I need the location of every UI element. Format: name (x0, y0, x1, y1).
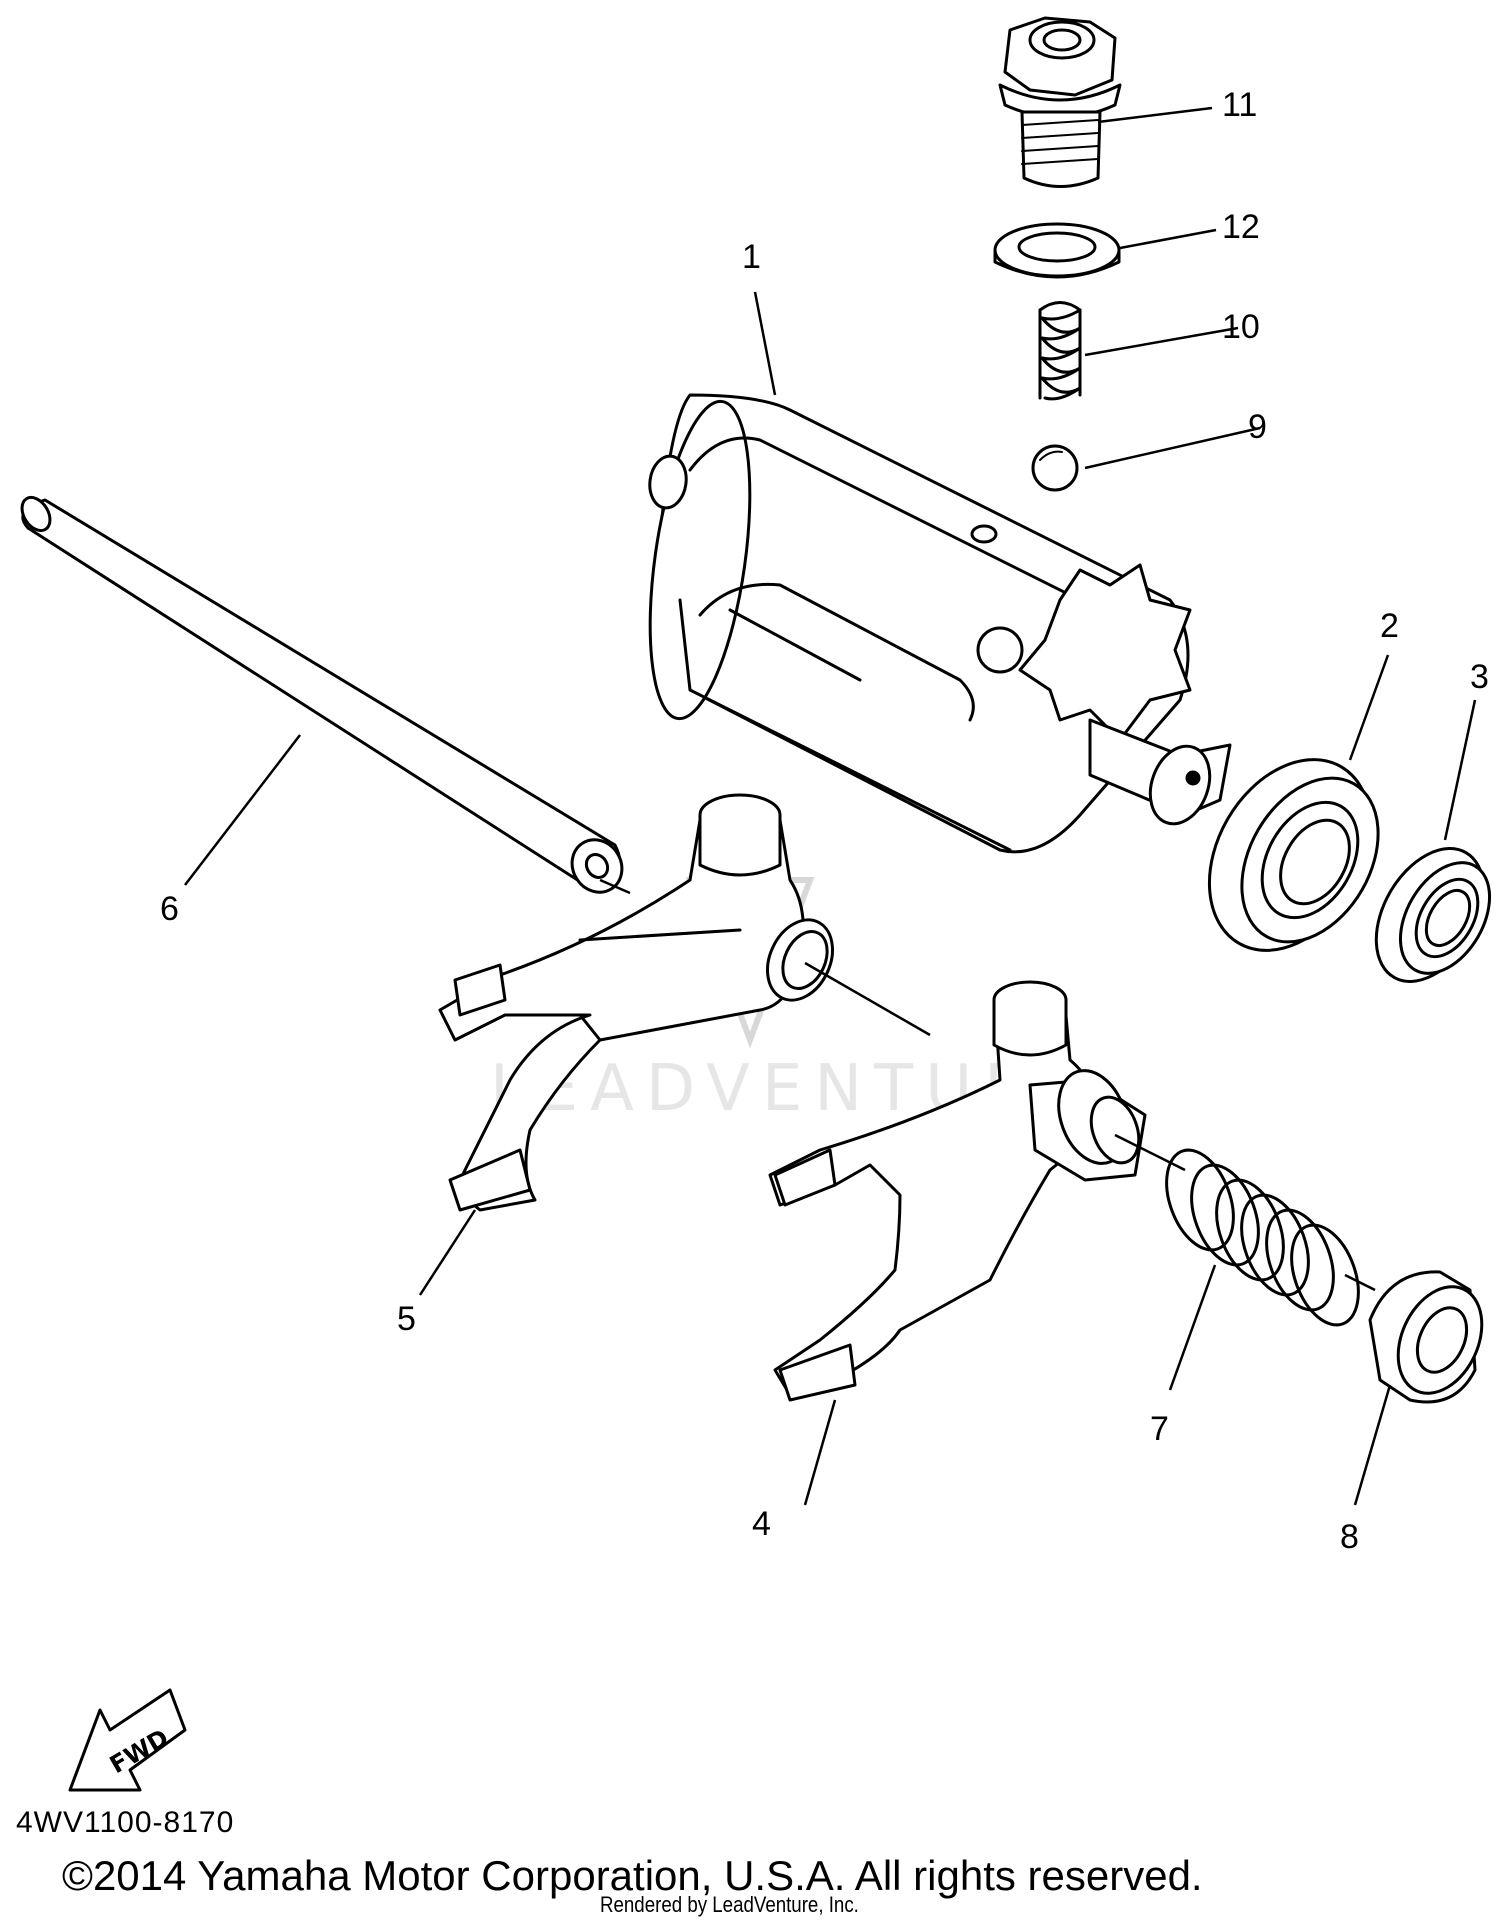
callout-12: 12 (1222, 208, 1260, 246)
callout-6: 6 (160, 890, 179, 928)
callout-11: 11 (1222, 86, 1257, 124)
diagram-code: 4WV1100-8170 (16, 1806, 235, 1839)
callout-8: 8 (1340, 1518, 1359, 1556)
callout-2: 2 (1380, 607, 1399, 645)
part-4-shift-fork[interactable] (768, 980, 1147, 1402)
callout-3: 3 (1470, 658, 1489, 696)
callout-5: 5 (397, 1300, 416, 1338)
rendered-by-credit: Rendered by LeadVenture, Inc. (600, 1892, 859, 1917)
part-3-oil-seal[interactable] (1354, 830, 1500, 1001)
callout-labels: 1 2 3 4 5 6 7 8 9 10 12 11 (160, 86, 1489, 1556)
callout-10: 10 (1222, 308, 1260, 346)
part-7-spring[interactable] (1154, 1141, 1371, 1334)
part-11-bolt[interactable] (998, 16, 1122, 188)
part-5-shift-fork[interactable] (438, 793, 845, 1212)
part-1-shift-cam[interactable] (633, 393, 1232, 854)
callout-4: 4 (752, 1505, 771, 1543)
assembly-lines (599, 878, 1376, 1292)
leader-lines (184, 106, 1477, 1506)
part-8-collar[interactable] (1368, 1270, 1498, 1407)
part-10-spring[interactable] (1038, 301, 1082, 401)
callout-9: 9 (1248, 408, 1267, 446)
part-12-gasket[interactable] (993, 222, 1121, 279)
callout-7: 7 (1150, 1410, 1169, 1448)
callout-1: 1 (742, 238, 761, 276)
fwd-arrow-icon: FWD (68, 1688, 187, 1792)
part-9-ball[interactable] (1031, 444, 1079, 492)
part-6-shift-shaft[interactable] (16, 492, 631, 901)
part-2-bearing[interactable] (1177, 731, 1406, 980)
copyright-notice: ©2014 Yamaha Motor Corporation, U.S.A. A… (62, 1852, 1203, 1899)
